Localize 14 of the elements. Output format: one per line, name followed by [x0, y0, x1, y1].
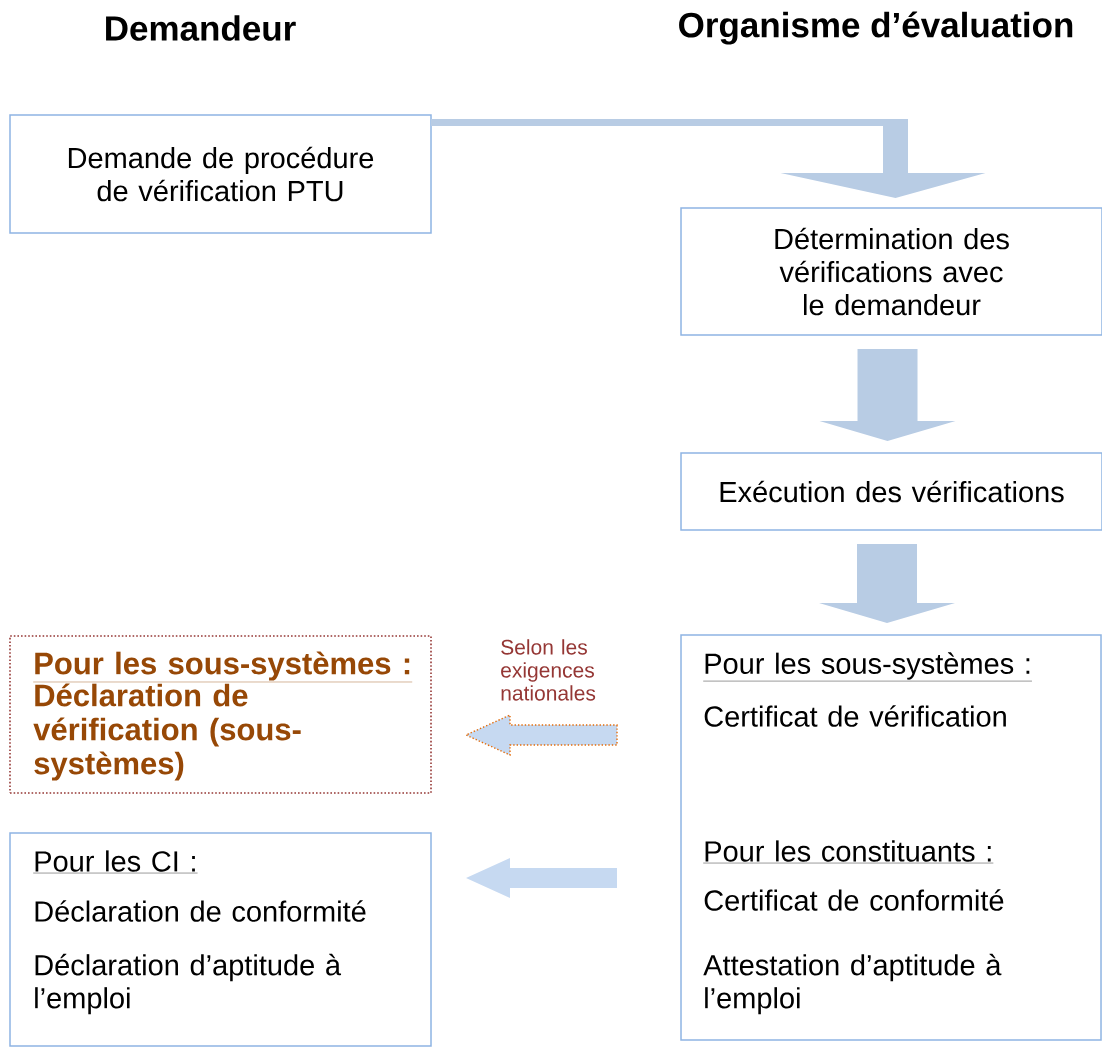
process-box: Détermination des vérifications avec le demandeur — [680, 207, 1102, 336]
column-heading: Demandeur — [106, 15, 296, 41]
block-arrow — [464, 713, 618, 757]
block-arrow — [819, 544, 955, 623]
block-arrow — [819, 349, 956, 441]
process-box: Demande de procédure de vérification PTU — [9, 114, 432, 234]
block-arrow — [431, 119, 986, 198]
process-box: Exécution des vérifications — [680, 452, 1102, 531]
process-box: Pour les sous-systèmes : Certificat de vérification Pour les constituants : Certificat de conformité Attestation d’aptitude à l’emploi — [680, 634, 1102, 1041]
edge-label: Selon les exigences nationales — [501, 639, 596, 701]
process-box: Pour les CI : Déclaration de conformité Déclaration d’aptitude à l’emploi — [9, 832, 432, 1047]
dotted-box: Pour les sous-systèmes : Déclaration de vérification (sous-systèmes) — [9, 635, 432, 794]
column-heading: Organisme d’évaluation — [679, 11, 1073, 45]
block-arrow — [466, 858, 617, 898]
